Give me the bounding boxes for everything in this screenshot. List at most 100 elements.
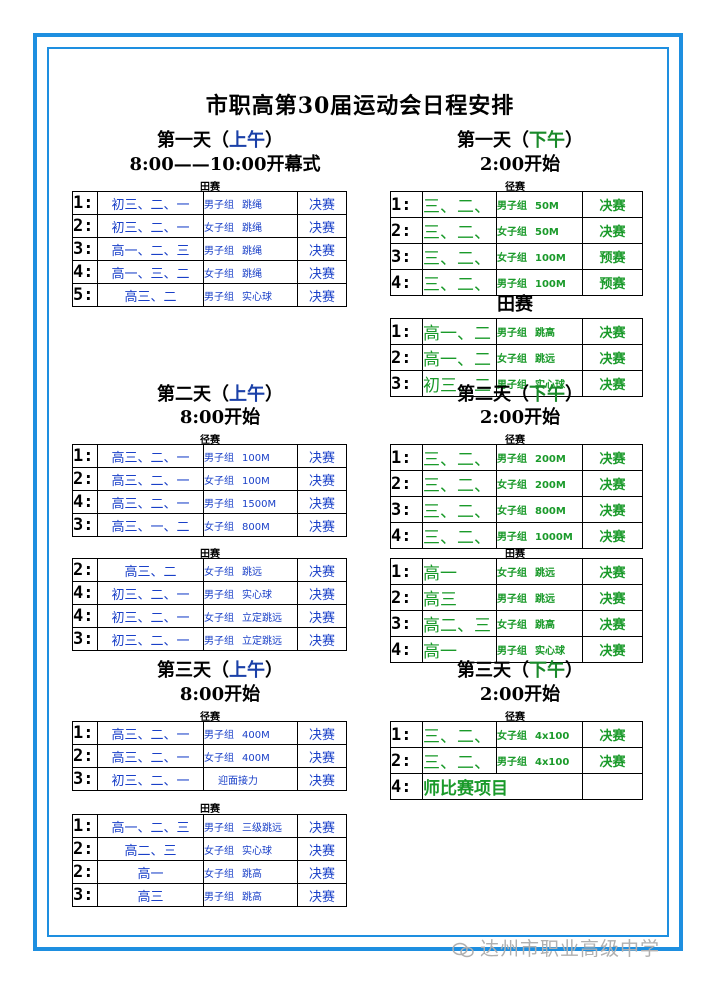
- grade-groups: 高一、二、三: [97, 237, 204, 261]
- row-number: 4:: [72, 581, 98, 605]
- round-cell: 预赛: [582, 269, 643, 296]
- row-number: 1:: [72, 444, 98, 468]
- row-number: 2:: [72, 558, 98, 582]
- event-cell: 男子组跳高: [496, 318, 583, 345]
- row-number: 5:: [72, 283, 98, 307]
- gender-group: 男子组: [204, 635, 235, 647]
- event-name: 跳绳: [242, 268, 262, 280]
- grade-groups: 高三、二、一: [97, 490, 204, 514]
- row-number: 2:: [390, 470, 423, 497]
- round-cell: 决赛: [582, 370, 643, 397]
- grade-groups: 高一: [422, 636, 497, 663]
- event-name: 跳绳: [242, 199, 262, 211]
- day1-pm-heading: 第一天（下午）: [457, 130, 583, 151]
- round-cell: 决赛: [297, 283, 347, 307]
- grade-groups: 初三、二: [422, 370, 497, 397]
- gender-group: 女子组: [204, 521, 235, 533]
- table-row: 1:高一女子组跳远决赛: [390, 558, 643, 585]
- table-row: 4:高一男子组实心球决赛: [390, 636, 643, 663]
- gender-group: 女子组: [204, 222, 235, 234]
- grade-groups: 三、二、: [422, 444, 497, 471]
- grade-groups: 高三、二、一: [97, 467, 204, 491]
- day2-am-track-label: 径赛: [200, 435, 220, 446]
- event-name: 迎面接力: [218, 775, 258, 787]
- day3-pm-time: 2:00开始: [479, 684, 561, 705]
- inner-frame: [47, 47, 669, 937]
- round-cell: 决赛: [582, 558, 643, 585]
- day2-pm-field-label: 田赛: [505, 549, 525, 560]
- event-name: 立定跳远: [242, 635, 282, 647]
- row-number: 4:: [390, 522, 423, 549]
- row-number: 3:: [72, 627, 98, 651]
- row-number: 1:: [72, 814, 98, 838]
- grade-groups: 高二、三: [422, 610, 497, 637]
- empty-cell: [582, 773, 643, 800]
- round-cell: 决赛: [297, 883, 347, 907]
- gender-group: 女子组: [204, 845, 235, 857]
- grade-groups: 高三、二: [97, 283, 204, 307]
- gender-group: 男子组: [497, 646, 528, 657]
- round-cell: 决赛: [297, 237, 347, 261]
- event-cell: 女子组跳远: [496, 558, 583, 585]
- table-row: 1:高一、二、三男子组三级跳远决赛: [72, 814, 347, 838]
- table-row: 2:高三男子组跳远决赛: [390, 584, 643, 611]
- row-number: 2:: [72, 744, 98, 768]
- grade-groups: 初三、二、一: [97, 581, 204, 605]
- event-name: 实心球: [242, 845, 272, 857]
- round-cell: 决赛: [297, 860, 347, 884]
- event-cell: 男子组 50M: [496, 191, 583, 218]
- day1-am-section-label: 田赛: [200, 182, 220, 193]
- grade-groups: 高三、二、一: [97, 721, 204, 745]
- event-name: 4x100: [535, 757, 570, 768]
- gender-group: 女子组: [497, 227, 528, 238]
- day2-am-time: 8:00开始: [179, 407, 261, 428]
- round-cell: 决赛: [297, 744, 347, 768]
- round-cell: 预赛: [582, 243, 643, 270]
- gender-group: 女子组: [204, 566, 235, 578]
- grade-groups: 三、二、: [422, 269, 497, 296]
- round-cell: 决赛: [297, 604, 347, 628]
- event-name: 50M: [535, 201, 559, 212]
- day2-pm-time: 2:00开始: [479, 407, 561, 428]
- round-cell: 决赛: [297, 214, 347, 238]
- gender-group: 男子组: [204, 291, 235, 303]
- round-cell: 决赛: [297, 721, 347, 745]
- table-row: 2:高一女子组跳高决赛: [72, 860, 347, 884]
- table-row: 4:初三、二、一女子组立定跳远决赛: [72, 604, 347, 628]
- event-name: 跳远: [535, 594, 555, 605]
- grade-groups: 初三、二、一: [97, 214, 204, 238]
- event-name: 1500M: [242, 498, 277, 510]
- grade-groups: 三、二、: [422, 191, 497, 218]
- gender-group: 男子组: [497, 279, 528, 290]
- gender-group: 男子组: [497, 201, 528, 212]
- table-row: 2:初三、二、一女子组跳绳决赛: [72, 214, 347, 238]
- day2-am-heading: 第二天（上午）: [157, 384, 283, 405]
- event-name: 800M: [535, 506, 566, 517]
- table-row: 3:高三男子组跳高决赛: [72, 883, 347, 907]
- row-number: 4:: [72, 604, 98, 628]
- grade-groups: 高三: [422, 584, 497, 611]
- row-number: 4:: [390, 773, 423, 800]
- grade-groups: 三、二、: [422, 470, 497, 497]
- row-number: 2:: [390, 747, 423, 774]
- grade-groups: 初三、二、一: [97, 604, 204, 628]
